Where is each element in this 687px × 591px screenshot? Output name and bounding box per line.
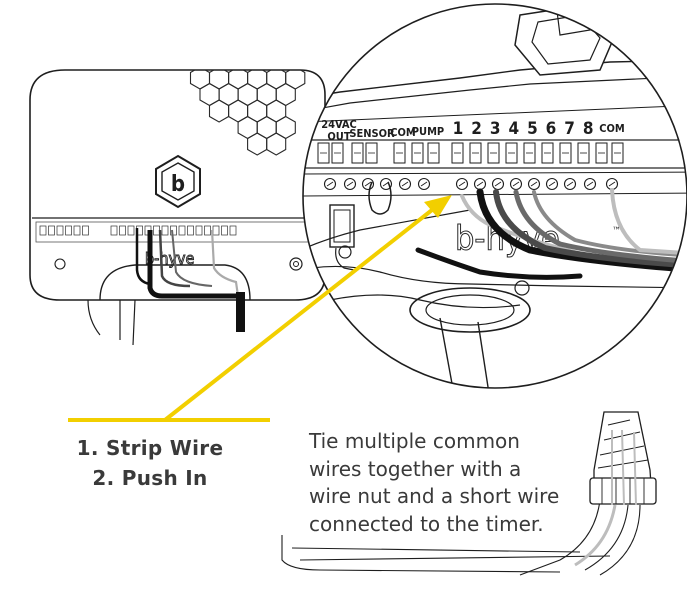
hexagon-pattern <box>189 70 306 156</box>
small-terminal <box>127 225 135 236</box>
label-sensor: SENSOR <box>349 127 395 140</box>
small-terminal <box>82 225 89 236</box>
label-24vac: 24VAC <box>321 118 357 131</box>
zone-label-4: 4 <box>508 119 519 139</box>
note-line-1: Tie multiple common <box>309 429 520 453</box>
label-com-left: COM <box>390 126 416 139</box>
zone-label-6: 6 <box>546 119 557 139</box>
small-terminal <box>119 225 126 236</box>
wire-nut-illustration <box>281 411 657 576</box>
small-terminal <box>65 225 72 236</box>
small-terminal <box>204 225 211 236</box>
step-push-in: 2. Push In <box>92 466 208 490</box>
small-terminal <box>195 225 203 236</box>
step-strip-wire: 1. Strip Wire <box>76 436 224 460</box>
zone-label-3: 3 <box>490 119 501 139</box>
small-terminal <box>187 225 194 236</box>
terminal-blocks <box>317 142 624 164</box>
small-terminal <box>178 225 186 236</box>
zone-wires <box>415 188 687 280</box>
logo-letter: b <box>171 172 185 197</box>
note-line-2: wires together with a <box>309 456 522 481</box>
zone-label-7: 7 <box>564 119 575 139</box>
zone-label-5: 5 <box>527 119 538 139</box>
trademark: ™ <box>612 226 621 237</box>
note-line-3: wire nut and a short wire <box>309 484 560 508</box>
small-wordmark: b-hyve <box>145 249 194 268</box>
small-terminal <box>161 225 169 236</box>
zone-label-1: 1 <box>453 119 464 139</box>
small-terminal <box>221 225 228 236</box>
b-hyve-logo-icon: b <box>155 154 201 209</box>
small-terminal <box>229 225 237 236</box>
zone-label-2: 2 <box>471 119 482 139</box>
hexagon-cell <box>266 132 287 156</box>
small-terminal <box>170 225 177 236</box>
zone-label-8: 8 <box>583 119 594 139</box>
terminal-ports <box>323 177 619 191</box>
wire-nut-note: Tie multiple common wires together with … <box>309 428 609 538</box>
controller-overview: b b-hyve <box>29 69 326 346</box>
note-line-4: connected to the timer. <box>309 511 544 536</box>
small-terminal <box>73 225 81 236</box>
small-terminal <box>39 225 47 236</box>
label-pump: PUMP <box>412 125 444 138</box>
small-terminal <box>48 225 55 236</box>
label-com-right: COM <box>599 122 625 135</box>
label-out: OUT <box>327 130 350 143</box>
small-terminal <box>110 225 118 236</box>
pointer-line <box>68 195 452 422</box>
small-terminal-strip <box>39 225 237 236</box>
small-terminal <box>56 225 64 236</box>
